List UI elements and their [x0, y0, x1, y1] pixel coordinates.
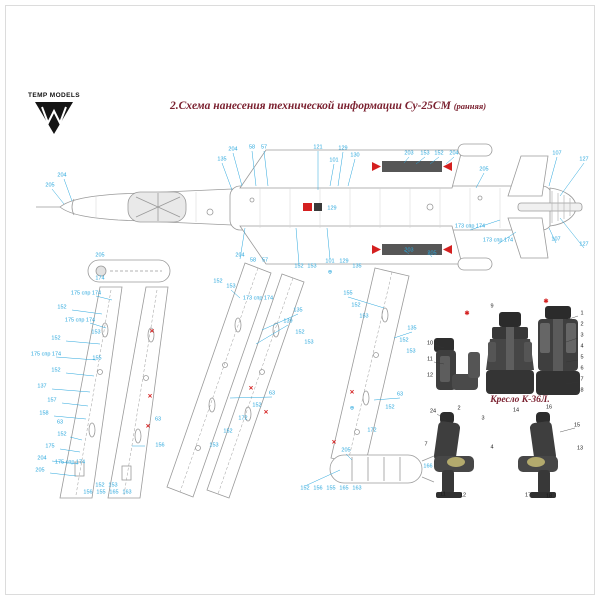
logo-shield-icon	[35, 102, 73, 135]
wing-bottom-views	[166, 262, 435, 499]
nozzle-hatch	[551, 191, 571, 223]
logo-text: TEMP MODELS	[28, 92, 80, 99]
seat-left-profile	[433, 412, 474, 498]
title-suffix: (ранняя)	[453, 101, 487, 111]
leader-lines	[49, 150, 585, 487]
seat-leader-lines	[433, 315, 579, 433]
aircraft-top-view	[36, 143, 583, 271]
fuselage-panel-lines	[95, 188, 501, 228]
walkway-markings	[303, 161, 442, 255]
page-title: 2.Схема нанесения технической информации…	[86, 100, 570, 112]
seat-front-view	[486, 312, 534, 394]
fin-side-views	[59, 286, 169, 499]
temp-models-logo: TEMP MODELS	[26, 92, 82, 140]
seat-back-view	[536, 306, 580, 395]
seat-caption: Кресло К-36Л.	[490, 395, 550, 405]
ejection-seats	[433, 306, 580, 498]
stabilizer-side-view	[87, 259, 171, 283]
seat-right-profile	[518, 412, 558, 498]
seat-side-view	[434, 338, 480, 390]
red-arrow-icons	[372, 162, 452, 254]
title-text: 2.Схема нанесения технической информации…	[169, 100, 451, 112]
